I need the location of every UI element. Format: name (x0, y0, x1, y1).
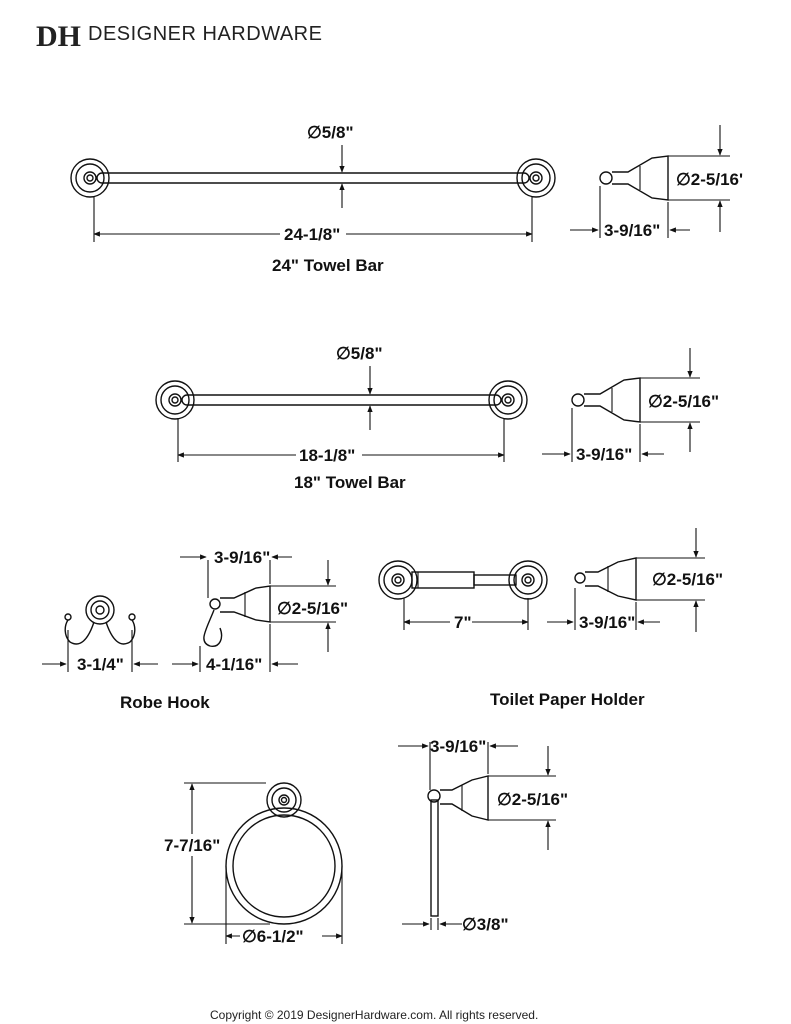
toilet-paper-holder-width-label: 7" (454, 613, 472, 632)
robe-hook-front-view: 3-1/4" (42, 595, 158, 674)
towel-bar-24-side-depth-label: 3-9/16" (604, 221, 660, 240)
brand-header: DH DESIGNER HARDWARE (36, 20, 322, 53)
toilet-paper-holder-side-depth-label: 3-9/16" (579, 613, 635, 632)
towel-ring-side-view: 3-9/16" ∅2-5/16" ∅3/8" (398, 737, 568, 934)
towel-bar-24-rod-diameter-callout: ∅5/8" (307, 123, 354, 208)
towel-bar-18-front-view (155, 380, 528, 420)
towel-bar-18-rod-diameter-callout: ∅5/8" (336, 344, 383, 430)
brand-name: DESIGNER HARDWARE (88, 23, 322, 45)
towel-bar-18-length-dimension: 18-1/8" (177, 418, 505, 465)
towel-bar-24-length-label: 24-1/8" (284, 225, 340, 244)
towel-bar-18-side-depth-label: 3-9/16" (576, 445, 632, 464)
towel-bar-18-diameter-label: ∅5/8" (336, 344, 383, 363)
copyright-notice: Copyright © 2019 DesignerHardware.com. A… (210, 1008, 538, 1022)
robe-hook-bottom-depth-label: 4-1/16" (206, 655, 262, 674)
robe-hook-top-depth-label: 3-9/16" (214, 548, 270, 567)
towel-ring-diameter-label: ∅6-1/2" (242, 927, 304, 946)
toilet-paper-holder-side-view: ∅2-5/16" 3-9/16" (547, 528, 723, 632)
towel-ring-front-view: 7-7/16" ∅6-1/2" (162, 782, 343, 947)
towel-bar-24-front-view (70, 158, 556, 198)
towel-bar-24-diameter-label: ∅5/8" (307, 123, 354, 142)
towel-ring-height-label: 7-7/16" (164, 836, 220, 855)
towel-ring-side-depth-label: 3-9/16" (430, 737, 486, 756)
toilet-paper-holder-front-view: 7" (378, 560, 548, 632)
towel-ring-rod-diameter-label: ∅3/8" (462, 915, 509, 934)
towel-bar-24-title: 24" Towel Bar (272, 256, 384, 275)
robe-hook-title: Robe Hook (120, 693, 210, 712)
towel-bar-24-side-view: ∅2-5/16' 3-9/16" (570, 125, 743, 240)
robe-hook-width-label: 3-1/4" (77, 655, 124, 674)
towel-bar-18-length-label: 18-1/8" (299, 446, 355, 465)
towel-bar-24-length-dimension: 24-1/8" (93, 196, 533, 244)
towel-bar-18-side-view: ∅2-5/16" 3-9/16" (542, 348, 719, 464)
towel-ring-side-height-label: ∅2-5/16" (497, 790, 568, 809)
robe-hook-side-height-label: ∅2-5/16" (277, 599, 348, 618)
towel-bar-18-title: 18" Towel Bar (294, 473, 406, 492)
toilet-paper-holder-title: Toilet Paper Holder (490, 690, 645, 709)
toilet-paper-holder-side-height-label: ∅2-5/16" (652, 570, 723, 589)
robe-hook-side-view: 3-9/16" ∅2-5/16" 4-1/16" (172, 548, 348, 674)
towel-bar-18-side-height-label: ∅2-5/16" (648, 392, 719, 411)
towel-bar-24-side-height-label: ∅2-5/16' (676, 170, 743, 189)
brand-logo: DH (36, 20, 81, 53)
